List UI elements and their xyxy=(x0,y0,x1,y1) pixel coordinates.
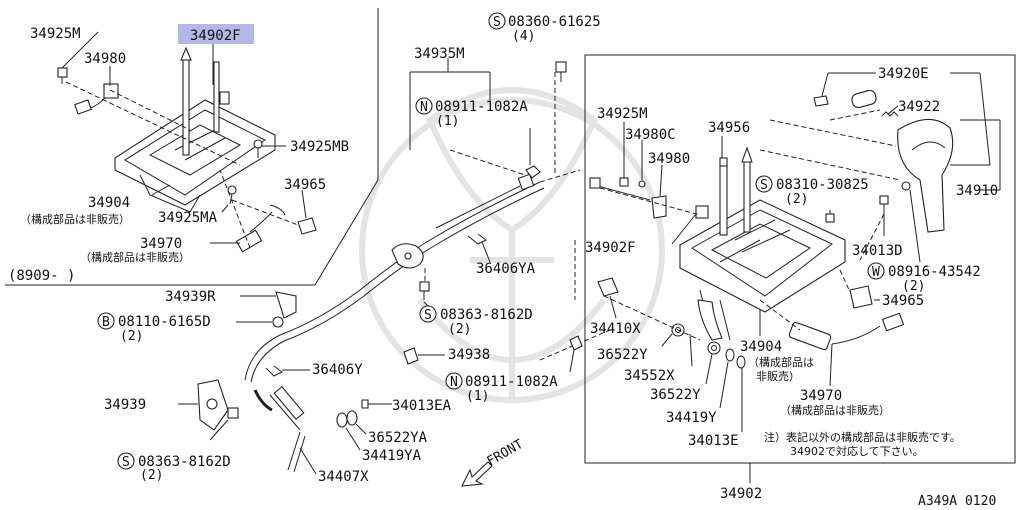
label-34956: 34956 xyxy=(708,120,750,136)
note-not-sold-34904-right-a: （構成部品は xyxy=(748,355,814,369)
label-08911-1082A-top: 08911-1082A xyxy=(435,99,528,115)
symbol-N-08911-top: N xyxy=(415,97,433,115)
svg-text:S: S xyxy=(424,308,432,323)
svg-text:N: N xyxy=(450,375,458,390)
right-shifter-assembly xyxy=(589,89,954,369)
label-34925M-top: 34925M xyxy=(30,26,81,42)
svg-text:S: S xyxy=(122,455,130,470)
label-34552X: 34552X xyxy=(624,368,675,384)
label-08916-43542: 08916-43542 xyxy=(888,264,981,280)
label-34922: 34922 xyxy=(898,99,940,115)
label-34980-top: 34980 xyxy=(84,51,126,67)
qty-08363-bot: (2) xyxy=(140,468,163,483)
qty-08911-bot: (1) xyxy=(466,389,489,404)
label-08110-6165D: 08110-6165D xyxy=(118,314,211,330)
label-36406Y: 36406Y xyxy=(312,362,363,378)
label-34938: 34938 xyxy=(448,347,490,363)
label-34904-left: 34904 xyxy=(88,195,130,211)
label-34965-left: 34965 xyxy=(284,177,326,193)
label-34013D: 34013D xyxy=(852,243,903,259)
left-leaders xyxy=(61,31,307,244)
symbol-S-08363-bot: S xyxy=(117,452,135,470)
svg-text:W: W xyxy=(872,265,880,280)
qty-08911-top: (1) xyxy=(436,114,459,129)
label-08363-8162D-bot: 08363-8162D xyxy=(138,454,231,470)
qty-08363-mid: (2) xyxy=(448,322,471,337)
note-not-sold-34904-right-b: 非販売） xyxy=(756,370,800,383)
note-not-sold-34904-left: （構成部品は非販売） xyxy=(20,212,130,226)
label-34980-right: 34980 xyxy=(648,151,690,167)
label-range: (8909- ) xyxy=(8,268,75,284)
label-36522Y-b: 36522Y xyxy=(650,387,701,403)
label-34013EA: 34013EA xyxy=(392,398,452,414)
label-08911-1082A-bot: 08911-1082A xyxy=(465,374,558,390)
label-34902: 34902 xyxy=(720,486,762,502)
label-34910: 34910 xyxy=(956,183,998,199)
label-34970-left: 34970 xyxy=(140,236,182,252)
front-arrow-icon xyxy=(461,461,493,487)
label-34935M: 34935M xyxy=(414,46,465,62)
symbol-S-08363-mid: S xyxy=(419,305,437,323)
footnote-line-2: 34902で対応して下さい。 xyxy=(790,444,924,458)
label-08310-30825: 08310-30825 xyxy=(776,177,869,193)
right-assembly-frame xyxy=(584,54,1016,464)
qty-08110: (2) xyxy=(120,329,143,344)
label-34970-right: 34970 xyxy=(800,388,842,404)
center-small-parts xyxy=(197,61,583,431)
label-34902F-top: 34902F xyxy=(190,28,241,44)
note-not-sold-34970-right: （構成部品は非販売） xyxy=(780,403,890,417)
symbol-N-08911-bot: N xyxy=(445,372,463,390)
note-not-sold-34970-left: （構成部品は非販売） xyxy=(80,250,190,264)
highlight-box xyxy=(178,24,254,44)
label-34419Y: 34419Y xyxy=(666,410,717,426)
label-08360-61625: 08360-61625 xyxy=(508,14,601,30)
label-36406YA: 36406YA xyxy=(476,261,536,277)
label-34939: 34939 xyxy=(104,397,146,413)
label-36522YA: 36522YA xyxy=(368,430,428,446)
symbol-S-08360: S xyxy=(488,12,506,30)
center-leaders xyxy=(178,58,575,475)
label-34925MB: 34925MB xyxy=(290,139,349,155)
diagram-id: A349A 0120 xyxy=(918,494,996,509)
label-34407X: 34407X xyxy=(318,469,369,485)
left-inset-frame xyxy=(5,8,379,286)
qty-08310: (2) xyxy=(785,192,808,207)
label-34419YA: 34419YA xyxy=(362,448,422,464)
svg-text:S: S xyxy=(493,15,501,30)
symbol-W-08916: W xyxy=(867,262,885,280)
right-leaders xyxy=(609,72,1001,432)
footnote-line-1: 注）表記以外の構成部品は非販売です。 xyxy=(764,430,961,444)
svg-text:B: B xyxy=(102,315,110,330)
symbol-B-08110: B xyxy=(97,312,115,330)
left-shifter-assembly xyxy=(57,46,317,253)
label-34902F-right: 34902F xyxy=(585,240,636,256)
label-08363-8162D-mid: 08363-8162D xyxy=(440,307,533,323)
label-34939R: 34939R xyxy=(165,289,216,305)
svg-text:N: N xyxy=(420,100,428,115)
label-34920E: 34920E xyxy=(878,66,929,82)
label-34925MA: 34925MA xyxy=(158,210,218,226)
qty-08916: (2) xyxy=(902,279,925,294)
label-34013E: 34013E xyxy=(688,433,739,449)
label-34410X: 34410X xyxy=(590,321,641,337)
label-34965-right: 34965 xyxy=(882,293,924,309)
svg-text:S: S xyxy=(760,178,768,193)
label-36522Y-a: 36522Y xyxy=(597,347,648,363)
control-cable xyxy=(244,72,611,473)
label-34904-right: 34904 xyxy=(740,339,782,355)
symbol-S-08310: S xyxy=(755,175,773,193)
qty-08360: (4) xyxy=(512,29,535,44)
label-34980C: 34980C xyxy=(625,127,676,143)
watermark-emblem xyxy=(359,87,665,403)
label-front: FRONT xyxy=(485,437,527,470)
label-34925M-right: 34925M xyxy=(597,106,648,122)
